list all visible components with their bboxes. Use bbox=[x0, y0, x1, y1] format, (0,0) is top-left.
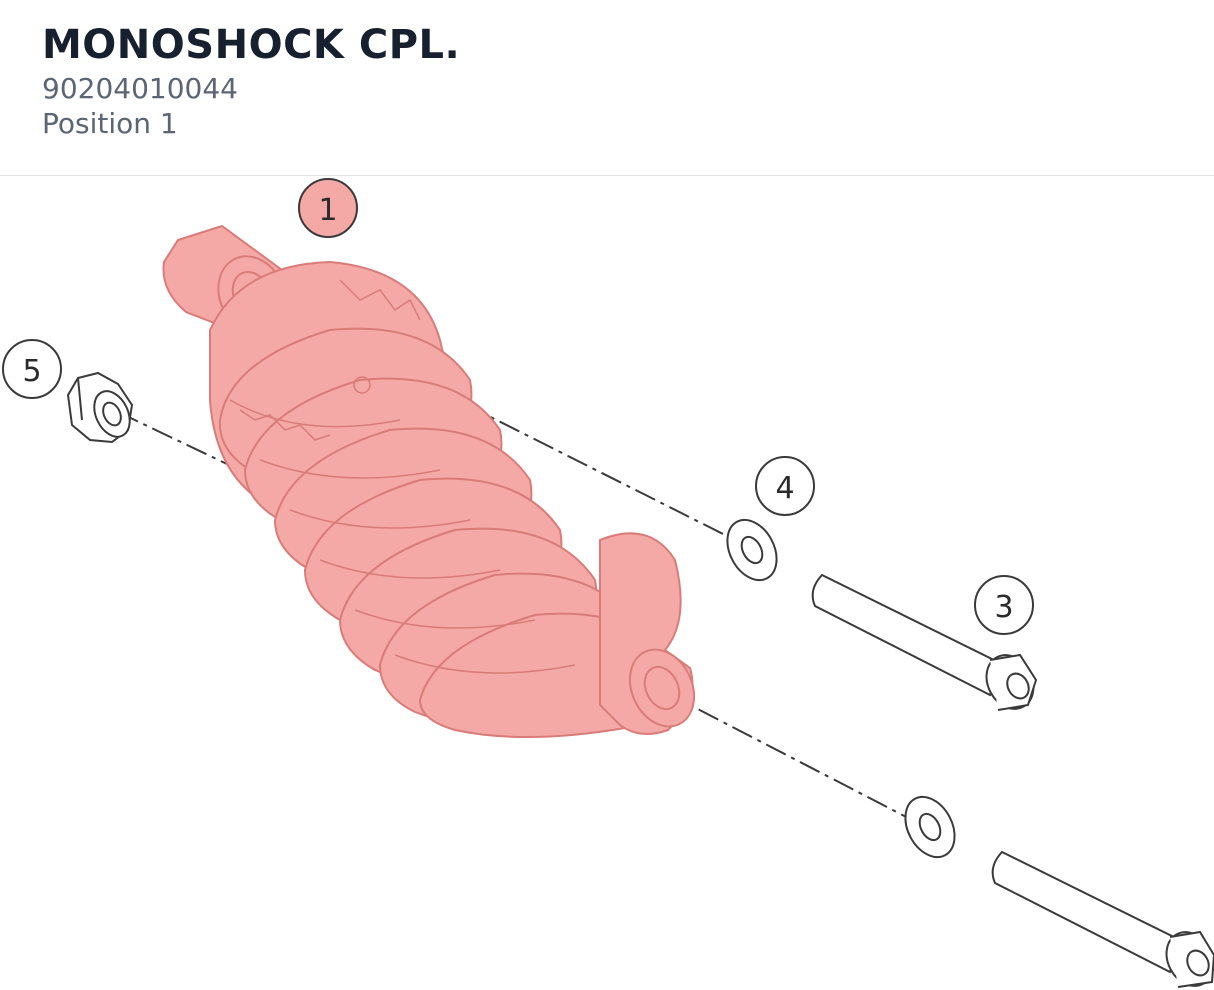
part-washer-upper[interactable] bbox=[718, 511, 787, 588]
header: MONOSHOCK CPL. 90204010044 Position 1 bbox=[0, 0, 1214, 176]
part-bolt-lower[interactable] bbox=[991, 850, 1214, 990]
lower-axis-line bbox=[664, 691, 913, 821]
callout-4-label: 4 bbox=[775, 471, 794, 506]
callout-5-label: 5 bbox=[22, 354, 41, 389]
part-bolt-upper[interactable] bbox=[811, 573, 1043, 717]
diagram-canvas: 1 5 4 3 bbox=[2, 178, 1214, 990]
part-number: 90204010044 bbox=[42, 72, 238, 105]
callout-4-circle bbox=[755, 456, 815, 516]
callout-5[interactable]: 5 bbox=[2, 339, 62, 399]
callout-1-label: 1 bbox=[318, 193, 337, 228]
part-washer-lower[interactable] bbox=[896, 788, 965, 865]
callout-1-circle bbox=[298, 178, 358, 238]
page-title: MONOSHOCK CPL. bbox=[42, 22, 461, 68]
callout-3-circle bbox=[974, 575, 1034, 635]
part-monoshock[interactable] bbox=[162, 224, 706, 738]
callout-3-label: 3 bbox=[994, 590, 1013, 625]
callout-3[interactable]: 3 bbox=[974, 575, 1034, 635]
exploded-diagram: 1 5 4 3 bbox=[0, 176, 1214, 990]
callout-5-circle bbox=[2, 339, 62, 399]
part-nut[interactable] bbox=[66, 371, 137, 444]
position-label: Position 1 bbox=[42, 107, 178, 140]
callout-1[interactable]: 1 bbox=[298, 178, 358, 238]
callout-4[interactable]: 4 bbox=[755, 456, 815, 516]
